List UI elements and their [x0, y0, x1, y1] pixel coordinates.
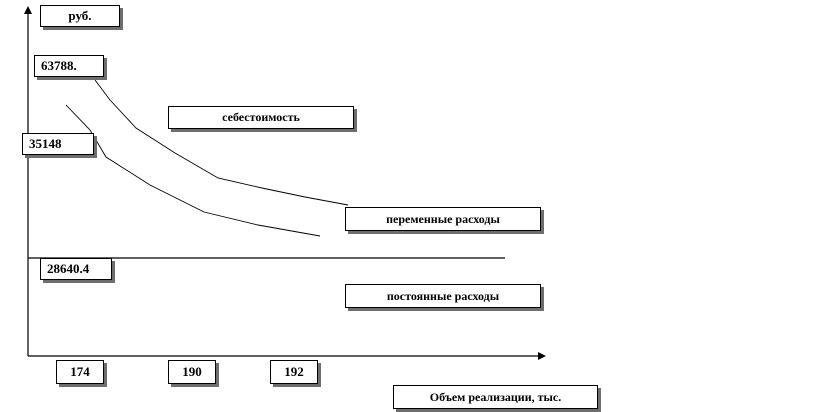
x-tick-label-190: 190: [168, 360, 216, 384]
x-tick-label-192: 192: [270, 360, 318, 384]
y-value-label-top: 63788.: [34, 55, 104, 77]
y-axis-label: руб.: [40, 5, 120, 27]
variable-costs-line: [65, 104, 321, 237]
x-tick-label-174: 174: [56, 360, 104, 384]
series-label-fixed-costs: постоянные расходы: [345, 284, 541, 308]
series-label-variable-costs: переменные расходы: [345, 207, 541, 231]
cost-line: [94, 79, 349, 206]
y-value-label-fixed: 28640.4: [40, 258, 112, 280]
y-value-label-middle: 35148: [22, 133, 94, 155]
x-axis-label: Объем реализации, тыс.: [393, 385, 598, 409]
series-label-cost: себестоимость: [168, 106, 354, 129]
